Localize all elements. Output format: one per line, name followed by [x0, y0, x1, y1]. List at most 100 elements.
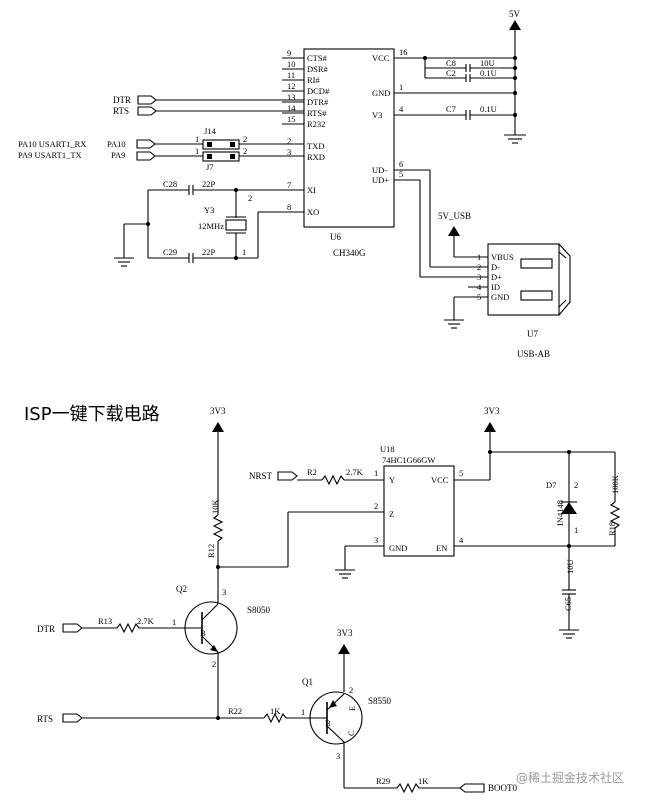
c29-val: 22P	[202, 247, 216, 257]
svg-text:3: 3	[374, 535, 378, 545]
u6-pin-name: VCC	[372, 53, 390, 63]
svg-text:Z: Z	[389, 509, 394, 519]
svg-text:3V3: 3V3	[484, 406, 500, 416]
u6-pin-num: 15	[287, 114, 296, 124]
svg-text:R29: R29	[376, 776, 390, 786]
svg-text:R22: R22	[228, 706, 242, 716]
resistor-r13	[116, 622, 140, 634]
u6-pin-num: 5	[399, 169, 403, 179]
u7-pin-num: 5	[477, 292, 481, 302]
c8-val: 10U	[480, 58, 495, 68]
u6-pin-name: XI	[307, 185, 316, 195]
c2-ref: C2	[446, 68, 456, 78]
svg-text:2: 2	[349, 685, 353, 695]
power-arrow-icon	[448, 226, 460, 236]
u6-pin-num: 4	[399, 104, 404, 114]
net-rts: RTS	[37, 714, 53, 724]
u7-pin-num: 4	[477, 282, 482, 292]
svg-text:1K: 1K	[270, 706, 281, 716]
q1-ref: Q1	[302, 677, 313, 687]
net-flag-rts-isp	[62, 713, 83, 723]
power-arrow-icon	[212, 422, 224, 432]
svg-text:2: 2	[212, 659, 216, 669]
resistor-r29	[396, 782, 420, 794]
u6-pin-num: 7	[287, 180, 291, 190]
svg-text:4: 4	[459, 535, 464, 545]
crystal-ref: Y3	[204, 205, 214, 215]
net-flag-boot0	[459, 783, 485, 793]
u6-ref: U6	[330, 232, 341, 242]
watermark: @稀土掘金技术社区	[516, 770, 624, 785]
u6-pin-name: UD-	[372, 165, 387, 175]
svg-text:2: 2	[374, 501, 378, 511]
u6-pin-name: DSR#	[307, 64, 329, 74]
svg-text:1K: 1K	[418, 776, 429, 786]
crystal-y3	[225, 219, 247, 231]
u6-part: CH340G	[333, 248, 366, 258]
svg-text:10U: 10U	[565, 559, 575, 574]
resistor-r2	[321, 474, 345, 486]
svg-text:GND: GND	[389, 543, 407, 553]
u7-pin-name: ID	[491, 282, 500, 292]
usb-contact-icon	[520, 258, 553, 269]
net-dtr-top: DTR	[113, 95, 131, 105]
svg-text:1: 1	[301, 707, 305, 717]
c8-ref: C8	[446, 58, 456, 68]
q2-ref: Q2	[176, 584, 187, 594]
u6-pin-name: UD+	[372, 175, 389, 185]
u6-pin-num: 14	[287, 103, 296, 113]
u7-pin-name: D-	[491, 262, 500, 272]
crystal-val: 12MHz	[198, 221, 224, 231]
label-5v: 5V	[509, 9, 521, 19]
net-pa9: PA9	[111, 150, 125, 160]
u6-pin-name: GND	[372, 88, 390, 98]
u6-pin-num: 13	[287, 92, 296, 102]
svg-text:3: 3	[336, 751, 340, 761]
svg-text:Y: Y	[389, 475, 395, 485]
svg-text:EN: EN	[436, 543, 447, 553]
u6-pin-name: XO	[307, 207, 319, 217]
u6-pin-num: 1	[399, 82, 403, 92]
u6-pin-name: V3	[372, 110, 382, 120]
svg-text:E: E	[347, 706, 357, 711]
u7-ref: U7	[527, 329, 538, 339]
net-pa10-rx: PA10 USART1_RX	[18, 139, 86, 149]
net-rts-top: RTS	[113, 106, 129, 116]
svg-text:R18: R18	[607, 522, 617, 536]
c28-ref: C28	[163, 179, 177, 189]
net-nrst: NRST	[249, 471, 273, 481]
svg-text:10K: 10K	[210, 499, 220, 515]
label-5v-usb: 5V_USB	[438, 211, 471, 221]
net-flag-nrst	[277, 471, 298, 481]
u7-pin-name: GND	[491, 292, 509, 302]
resistor-r12	[212, 514, 224, 542]
power-arrow-icon	[484, 422, 496, 432]
u6-pin-num: 6	[399, 159, 403, 169]
u6-pin-num: 9	[287, 48, 291, 58]
u6-pin-num: 16	[399, 47, 408, 57]
svg-text:2: 2	[243, 134, 247, 144]
c2-val: 0.1U	[480, 68, 497, 78]
diode-d7	[561, 502, 577, 514]
net-flag-dtr	[137, 95, 157, 105]
svg-text:3V3: 3V3	[210, 406, 226, 416]
u6-pin-name: R232	[307, 119, 325, 129]
u6-pin-num: 2	[287, 136, 291, 146]
u18-ref: U18	[380, 444, 395, 454]
svg-text:2.7K: 2.7K	[137, 616, 155, 626]
section-title: ISP一键下载电路	[24, 404, 160, 425]
net-flag-pa9	[136, 151, 156, 161]
svg-text:100K: 100K	[610, 474, 620, 494]
c29-ref: C29	[163, 247, 177, 257]
u18-body	[383, 465, 455, 557]
c7-val: 0.1U	[480, 104, 497, 114]
u7-part: USB-AB	[517, 349, 550, 359]
u6-pin-num: 11	[287, 70, 295, 80]
u6-pin-num: 10	[287, 59, 296, 69]
c7-ref: C7	[446, 104, 456, 114]
net-flag-pa10	[136, 139, 156, 149]
q2-part: S8050	[247, 605, 271, 615]
